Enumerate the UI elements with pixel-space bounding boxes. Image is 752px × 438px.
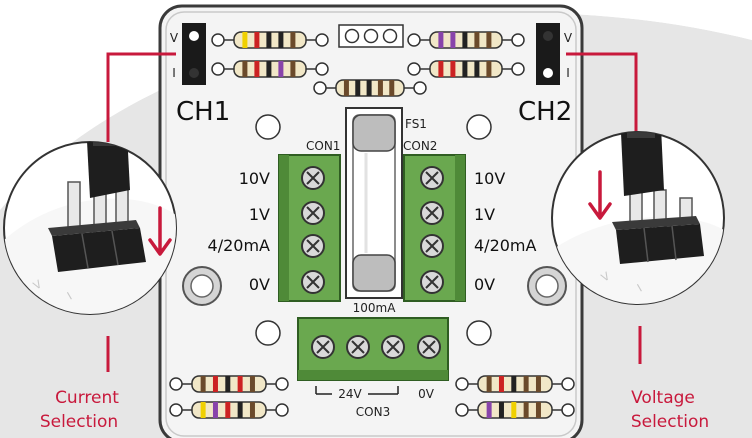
resistor xyxy=(455,375,575,393)
terminal-screw xyxy=(381,335,405,359)
left-terminal-label: 0V xyxy=(249,275,270,294)
terminal-screw xyxy=(420,234,444,258)
right-terminal-labels: 10V 1V 4/20mA 0V xyxy=(474,169,537,294)
resistor xyxy=(211,60,329,78)
mount-hole xyxy=(255,320,281,346)
ch2-jumper-header xyxy=(536,23,560,85)
ch1-label: CH1 xyxy=(176,97,230,127)
current-selection-line2: Selection xyxy=(40,412,118,432)
power-polarity-bracket xyxy=(315,386,399,395)
down-arrow-icon xyxy=(148,206,172,256)
mount-hole xyxy=(255,114,281,140)
left-terminal-label: 4/20mA xyxy=(208,236,271,255)
ch2-jumper-v-label: V xyxy=(564,31,573,45)
ch1-jumper-header xyxy=(182,23,206,85)
power-0v-label: 0V xyxy=(418,387,435,401)
right-terminal-label: 1V xyxy=(474,205,495,224)
right-terminal-label: 0V xyxy=(474,275,495,294)
power-24v-label: 24V xyxy=(338,387,362,401)
terminal-screws xyxy=(301,166,444,294)
fuse-rating: 100mA xyxy=(353,301,397,315)
resistor xyxy=(407,60,525,78)
ch1-jumper-v-label: V xyxy=(170,31,179,45)
resistor xyxy=(169,401,289,419)
ch1-jumper-i-label: I xyxy=(172,66,176,80)
mount-hole xyxy=(466,114,492,140)
svg-text:I: I xyxy=(65,290,74,303)
terminal-screw xyxy=(301,270,325,294)
resistor xyxy=(455,401,575,419)
terminal-screw xyxy=(301,234,325,258)
current-selection-line1: Current xyxy=(55,388,119,408)
terminal-screw xyxy=(346,335,370,359)
right-terminal-label: 4/20mA xyxy=(474,236,537,255)
right-terminal-label: 10V xyxy=(474,169,505,188)
left-terminal-labels: 10V 1V 4/20mA 0V xyxy=(208,169,271,294)
ch2-leader-line xyxy=(566,52,638,134)
resistors xyxy=(169,31,575,419)
voltage-selection-zoom: V I xyxy=(551,131,725,305)
resistor xyxy=(313,79,427,97)
con2-label: CON2 xyxy=(403,139,437,153)
fuse-label: FS1 xyxy=(405,117,427,131)
fuse xyxy=(345,107,403,299)
con3-label: CON3 xyxy=(356,405,390,419)
voltage-selection-line2: Selection xyxy=(631,412,709,432)
con3-screws xyxy=(311,335,441,359)
terminal-screw xyxy=(301,166,325,190)
left-terminal-label: 1V xyxy=(249,205,270,224)
ch1-leader-line xyxy=(106,52,176,142)
mount-hole xyxy=(466,320,492,346)
terminal-screw xyxy=(311,335,335,359)
con1-label: CON1 xyxy=(306,139,340,153)
terminal-screw xyxy=(301,201,325,225)
voltage-selection-line1: Voltage xyxy=(631,388,695,408)
ch2-label: CH2 xyxy=(518,97,572,127)
pin-header-3 xyxy=(338,24,404,48)
svg-text:I: I xyxy=(635,282,644,295)
resistor xyxy=(169,375,289,393)
terminal-screw xyxy=(420,201,444,225)
mount-standoff-hole xyxy=(190,274,214,298)
ch2-jumper-i-label: I xyxy=(566,66,570,80)
resistor xyxy=(211,31,329,49)
terminal-screw xyxy=(417,335,441,359)
current-selection-zoom: V I xyxy=(3,141,177,315)
terminal-screw xyxy=(420,270,444,294)
mount-standoff-hole xyxy=(535,274,559,298)
terminal-screw xyxy=(420,166,444,190)
down-arrow-icon xyxy=(588,170,612,220)
left-terminal-label: 10V xyxy=(239,169,270,188)
resistor xyxy=(407,31,525,49)
